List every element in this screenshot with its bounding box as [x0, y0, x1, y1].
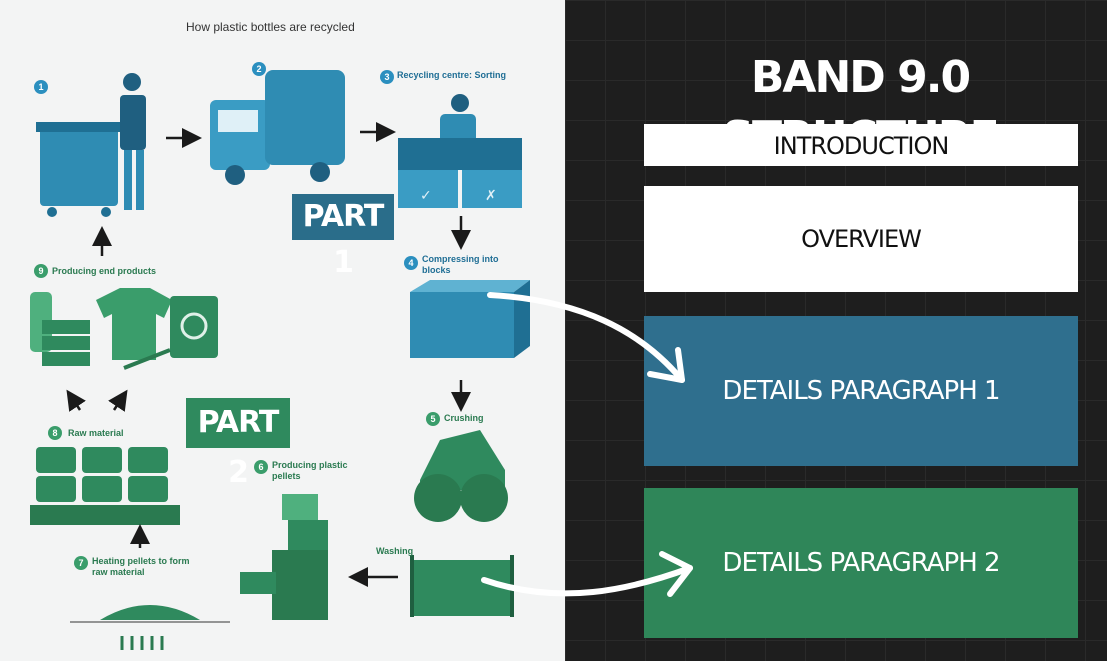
step-4-number: 4 [404, 256, 418, 270]
pellet-machine-icon [240, 494, 328, 620]
details-paragraph-1-box: DETAILS PARAGRAPH 1 [644, 316, 1078, 466]
recycling-diagram: How plastic bottles are recycled ✓ [0, 0, 565, 661]
step-9-number: 9 [34, 264, 48, 278]
step-8-label: Raw material [68, 428, 124, 438]
step-7-label: Heating pellets to form raw material [92, 556, 190, 577]
step-1-number: 1 [34, 80, 48, 94]
step-3-number: 3 [380, 70, 394, 84]
raw-material-bags-icon [30, 447, 180, 525]
part-1-connector-arrow [487, 292, 685, 383]
end-products-icon [30, 288, 218, 370]
crusher-icon [414, 430, 508, 522]
step-6-label: Producing plastic pellets [272, 460, 348, 481]
flow-arrows [66, 122, 471, 587]
person-icon [120, 73, 146, 210]
part-1-badge: PART 1 [292, 194, 394, 280]
step-9-label: Producing end products [52, 266, 157, 276]
introduction-box: INTRODUCTION [644, 124, 1078, 166]
step-5-label: Crushing [444, 413, 484, 423]
svg-text:✗: ✗ [485, 188, 497, 204]
diagram-illustrations: ✓ ✗ [30, 70, 530, 650]
sorting-worker-icon: ✓ ✗ [398, 94, 522, 208]
overview-box: OVERVIEW [644, 186, 1078, 292]
heating-pile-icon [70, 605, 230, 650]
diagram-title: How plastic bottles are recycled [186, 20, 355, 34]
step-7-number: 7 [74, 556, 88, 570]
step-5-number: 5 [426, 412, 440, 426]
step-8-number: 8 [48, 426, 62, 440]
step-6-number: 6 [254, 460, 268, 474]
part-2-badge: PART 2 [186, 398, 290, 490]
part-2-connector-arrow [481, 565, 693, 597]
recycling-bin-icon [36, 122, 122, 217]
step-3-label: Recycling centre: Sorting [397, 70, 507, 80]
garbage-truck-icon [210, 70, 345, 185]
details-paragraph-2-box: DETAILS PARAGRAPH 2 [644, 488, 1078, 638]
step-2-number: 2 [252, 62, 266, 76]
svg-text:✓: ✓ [420, 188, 432, 204]
step-4-label: Compressing into blocks [422, 254, 499, 275]
washing-label: Washing [376, 546, 414, 556]
